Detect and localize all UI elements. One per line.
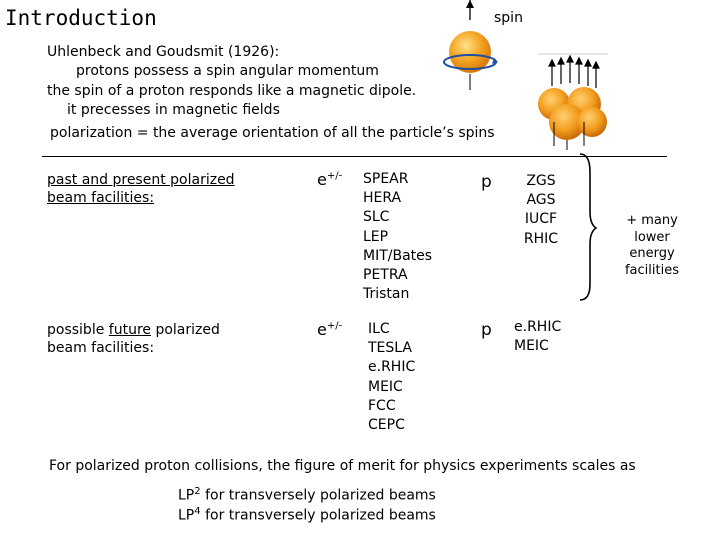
brace-icon [579, 153, 598, 301]
future-proton-list: e.RHIC MEIC [514, 318, 561, 356]
future-label-line1: possible future polarized [47, 322, 220, 338]
list-item: PETRA [363, 267, 408, 284]
intro-line-2: protons possess a spin angular momentum [76, 63, 379, 79]
slide-title: Introduction [5, 6, 157, 30]
past-label-line1: past and present polarized [47, 172, 235, 188]
future-proton-symbol: p [481, 320, 492, 340]
list-item: ILC [368, 321, 390, 337]
list-item: AGS [526, 192, 556, 209]
intro-line-1: Uhlenbeck and Goudsmit (1926): [47, 44, 280, 60]
figure-of-merit-text: For polarized proton collisions, the fig… [49, 458, 636, 474]
lp4-line: LP4 for transversely polarized beams [178, 506, 436, 524]
future-lepton-list: ILC TESLA e.RHIC MEIC FCC CEPC [368, 320, 415, 435]
past-proton-list: ZGS AGS IUCF RHIC [515, 172, 567, 249]
list-item: MIT/Bates [363, 247, 433, 264]
list-item: FCC [368, 397, 396, 414]
spinning-proton-icon [443, 0, 498, 90]
past-label-line2: beam facilities: [47, 190, 155, 206]
list-item: SLC [363, 209, 390, 226]
intro-line-4: it precesses in magnetic fields [67, 102, 280, 118]
list-item: IUCF [524, 211, 558, 228]
future-lepton-symbol: e+/- [317, 320, 343, 339]
list-item: SPEAR [363, 171, 409, 187]
list-item: MEIC [514, 338, 549, 355]
list-item: RHIC [523, 230, 559, 247]
intro-line-3: the spin of a proton responds like a mag… [47, 83, 417, 99]
lower-energy-note: + many lower energy facilities [624, 213, 679, 278]
list-item: TESLA [368, 340, 412, 357]
list-item: Tristan [363, 286, 410, 303]
past-lepton-symbol: e+/- [317, 170, 343, 189]
list-item: ZGS [526, 173, 556, 189]
list-item: CEPC [368, 417, 405, 434]
list-item: LEP [363, 228, 389, 245]
aligned-protons-icon [538, 53, 608, 150]
divider [42, 156, 667, 157]
intro-line-5: polarization = the average orientation o… [50, 125, 495, 141]
spin-label: spin [494, 10, 523, 26]
list-item: e.RHIC [514, 319, 562, 335]
past-proton-symbol: p [481, 172, 492, 192]
list-item: e.RHIC [368, 359, 416, 376]
future-label-line2: beam facilities: [47, 340, 155, 356]
list-item: MEIC [368, 378, 403, 395]
lp2-line: LP2 for transversely polarized beams [178, 486, 436, 504]
past-lepton-list: SPEAR HERA SLC LEP MIT/Bates PETRA Trist… [363, 170, 432, 304]
list-item: HERA [363, 190, 402, 207]
